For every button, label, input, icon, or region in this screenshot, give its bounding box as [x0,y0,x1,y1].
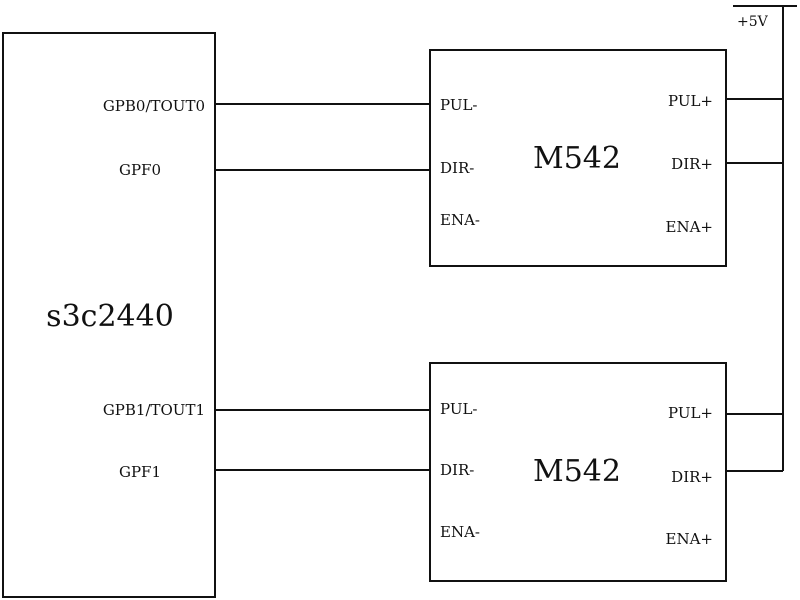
driver-1-pin-pul-minus: PUL- [440,96,478,114]
driver-2-block [429,362,727,582]
controller-block [2,32,216,598]
driver-2-pin-ena-minus: ENA- [440,523,480,541]
driver-2-name: M542 [533,454,621,489]
driver-1-pin-pul-plus: PUL+ [668,92,713,110]
driver-2-pin-dir-plus: DIR+ [671,468,713,486]
driver-2-pin-dir-minus: DIR- [440,461,474,479]
controller-pin-gpf1: GPF1 [119,463,161,481]
driver-1-pin-dir-plus: DIR+ [671,155,713,173]
driver-1-pin-ena-minus: ENA- [440,211,480,229]
driver-2-pin-pul-minus: PUL- [440,400,478,418]
driver-2-pin-pul-plus: PUL+ [668,404,713,422]
driver-1-pin-ena-plus: ENA+ [666,218,713,236]
controller-pin-gpf0: GPF0 [119,161,161,179]
controller-name: s3c2440 [46,299,174,334]
controller-pin-gpb0-tout0: GPB0/TOUT0 [103,97,205,115]
driver-1-block [429,49,727,267]
controller-pin-gpb1-tout1: GPB1/TOUT1 [103,401,205,419]
driver-1-pin-dir-minus: DIR- [440,159,474,177]
supply-label: +5V [737,14,769,30]
driver-1-name: M542 [533,141,621,176]
driver-2-pin-ena-plus: ENA+ [666,530,713,548]
